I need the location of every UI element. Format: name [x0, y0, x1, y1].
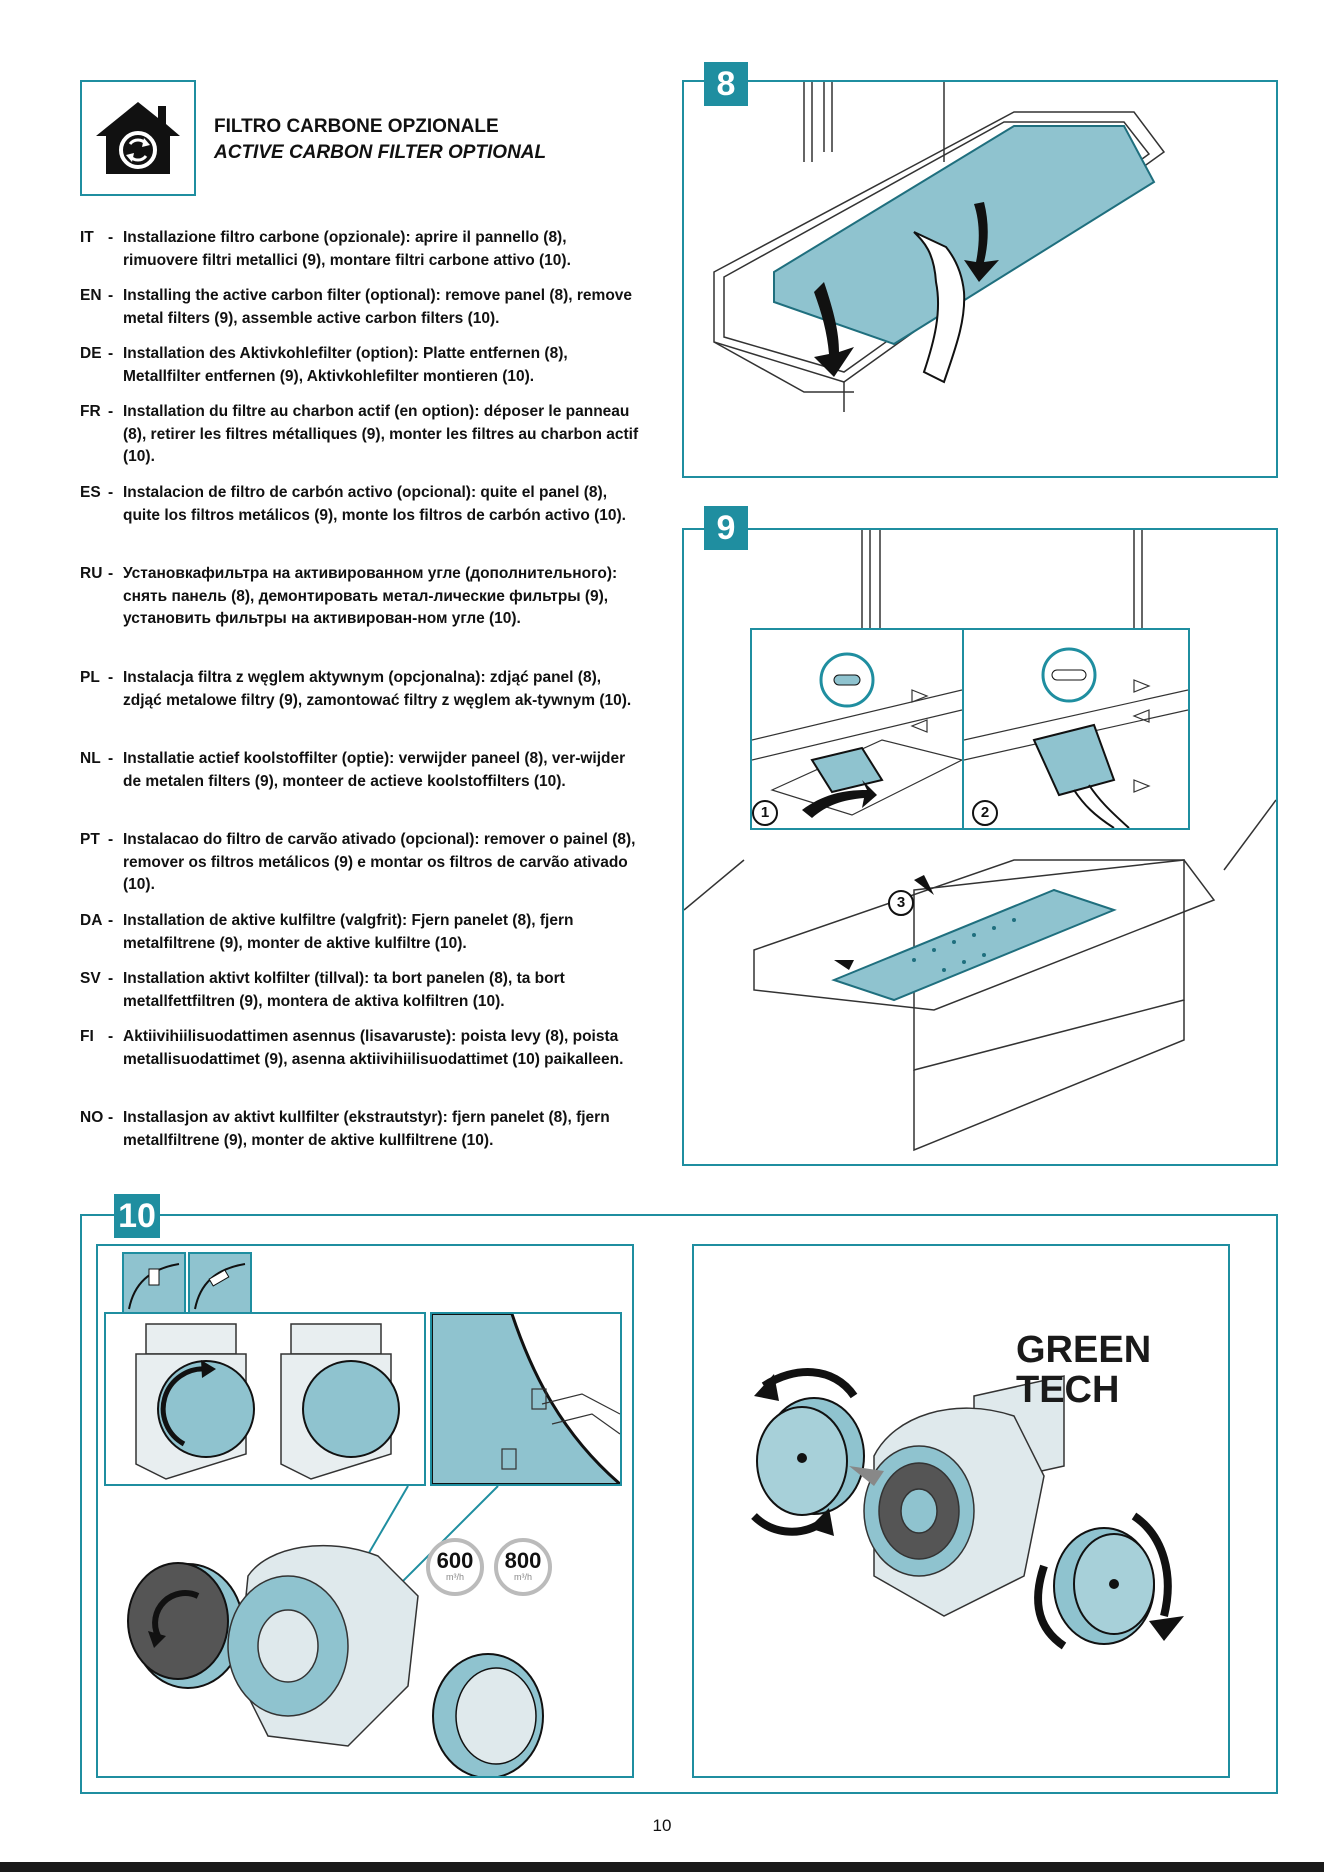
clip-zoom-drawing	[431, 1313, 623, 1486]
instruction-text: Instalacao do filtro de carvão ativado (…	[123, 831, 636, 894]
house-recirculation-icon	[96, 102, 180, 174]
instruction-no: NO- Installasjon av aktivt kullfilter (e…	[80, 1107, 640, 1152]
lang-code: ES	[80, 484, 101, 501]
step-10-left-box: 600 m³/h 800 m³/h	[96, 1244, 634, 1778]
lang-code: IT	[80, 229, 94, 246]
step-9-inset-2: 2	[962, 628, 1190, 830]
page-title: FILTRO CARBONE OPZIONALE	[214, 116, 499, 137]
lang-code: DA	[80, 912, 103, 929]
instruction-text: Instalacja filtra z węglem aktywnym (opc…	[123, 669, 632, 709]
clip-zoom-box	[430, 1312, 623, 1486]
step-10-right-box	[692, 1244, 1230, 1778]
lang-code: NO	[80, 1109, 104, 1126]
motor-body	[227, 1544, 419, 1747]
page-number: 10	[652, 1816, 672, 1835]
badge-600-unit: m³/h	[446, 1572, 464, 1582]
page-bottom-rule	[0, 1862, 1324, 1872]
instruction-text: Instalacion de filtro de carbón activo (…	[123, 484, 626, 524]
header-icon-box	[80, 80, 196, 196]
step-9-label: 9	[704, 506, 748, 550]
motor-unit	[863, 1375, 1065, 1617]
step-10-label: 10	[114, 1194, 160, 1238]
instruction-nl: NL- Installatie actief koolstoffilter (o…	[80, 748, 640, 793]
instruction-sv: SV- Installation aktivt kolfilter (tillv…	[80, 968, 640, 1013]
instruction-de: DE- Installation des Aktivkohlefilter (o…	[80, 343, 640, 388]
lang-code: PL	[80, 669, 100, 686]
filter-panel	[773, 125, 1156, 346]
badge-800-unit: m³/h	[514, 1572, 532, 1582]
instruction-pt: PT- Instalacao do filtro de carvão ativa…	[80, 829, 640, 897]
page-subtitle: ACTIVE CARBON FILTER OPTIONAL	[214, 142, 547, 163]
instruction-es: ES- Instalacion de filtro de carbón acti…	[80, 482, 640, 527]
lang-code: FR	[80, 403, 101, 420]
clip-thumb-2	[188, 1252, 252, 1316]
step-9-illustration	[684, 530, 1276, 1152]
instruction-text: Installation aktivt kolfilter (tillval):…	[123, 970, 565, 1010]
lang-code: RU	[80, 565, 103, 582]
lang-code: NL	[80, 750, 101, 767]
motor-rotation-drawing	[135, 1323, 400, 1480]
sub-step-1: 1	[752, 800, 778, 826]
step-8-panel	[682, 80, 1278, 478]
clip-thumb-1	[122, 1252, 186, 1316]
lang-code: PT	[80, 831, 100, 848]
lang-code: SV	[80, 970, 101, 987]
badge-800-value: 800	[504, 1548, 542, 1573]
instruction-text: Installing the active carbon filter (opt…	[123, 287, 633, 327]
green-tech-label: GREEN TECH	[1016, 1330, 1151, 1410]
instruction-pl: PL- Instalacja filtra z węglem aktywnym …	[80, 667, 640, 712]
inset-2-illustration	[963, 647, 1189, 829]
cover-disc	[432, 1653, 544, 1776]
metal-filter	[831, 888, 1117, 1002]
instruction-it: IT- Installazione filtro carbone (opzion…	[80, 227, 640, 272]
step-8-label: 8	[704, 62, 748, 106]
motor-with-carbon-filter	[127, 1486, 544, 1776]
instruction-text: Aktiivihiilisuodattimen asennus (lisavar…	[123, 1028, 624, 1068]
instruction-text: Installation de aktive kulfiltre (valgfr…	[123, 912, 574, 952]
hand	[913, 231, 966, 384]
step-8-illustration	[713, 82, 1166, 412]
motor-rotation-box	[104, 1312, 426, 1486]
instruction-ru: RU- Установкафильтра на активированном у…	[80, 563, 640, 631]
inset-1-illustration	[751, 652, 964, 818]
clip-thumb-1-drawing	[128, 1263, 180, 1310]
step-10-panel	[80, 1214, 1278, 1794]
instruction-fr: FR- Installation du filtre au charbon ac…	[80, 401, 640, 469]
badge-600-value: 600	[436, 1548, 474, 1573]
instruction-da: DA- Installation de aktive kulfiltre (va…	[80, 910, 640, 955]
green-tech-line-1: GREEN	[1016, 1329, 1152, 1371]
instruction-text: Установкафильтра на активированном угле …	[123, 565, 618, 628]
lang-code: FI	[80, 1028, 94, 1045]
right-filter-disc	[1034, 1512, 1184, 1650]
instruction-text: Installatie actief koolstoffilter (optie…	[123, 750, 626, 790]
lang-code: EN	[80, 287, 102, 304]
instruction-fi: FI- Aktiivihiilisuodattimen asennus (lis…	[80, 1026, 640, 1071]
lang-code: DE	[80, 345, 102, 362]
left-filter-disc	[751, 1368, 865, 1536]
sub-step-3: 3	[888, 890, 914, 916]
green-tech-line-2: TECH	[1016, 1369, 1120, 1411]
badge-600: 600 m³/h	[426, 1538, 484, 1596]
instruction-en: EN- Installing the active carbon filter …	[80, 285, 640, 330]
step-9-panel: 1 2 3	[682, 528, 1278, 1166]
badge-800: 800 m³/h	[494, 1538, 552, 1596]
clip-thumb-2-drawing	[194, 1263, 246, 1310]
carbon-filter-disc	[127, 1562, 244, 1689]
instruction-text: Installation du filtre au charbon actif …	[123, 403, 639, 466]
instruction-text: Installasjon av aktivt kullfilter (ekstr…	[123, 1109, 610, 1149]
instruction-text: Installation des Aktivkohlefilter (optio…	[123, 345, 568, 385]
step-9-inset-1: 1	[750, 628, 964, 830]
sub-step-2: 2	[972, 800, 998, 826]
instruction-text: Installazione filtro carbone (opzionale)…	[123, 229, 571, 269]
green-tech-motor-drawing	[751, 1368, 1184, 1650]
